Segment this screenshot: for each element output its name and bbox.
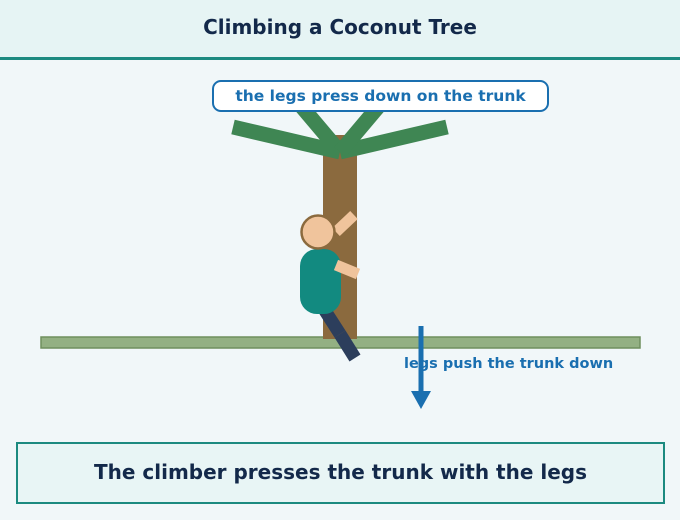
- climber-head: [300, 214, 336, 250]
- force-arrow-label: legs push the trunk down: [404, 356, 614, 372]
- climber-body: [300, 249, 341, 314]
- climber-arms: [332, 211, 361, 280]
- page-title: Climbing a Coconut Tree: [203, 15, 477, 39]
- callout-label: the legs press down on the trunk: [212, 80, 549, 112]
- force-arrow: [411, 326, 431, 409]
- caption-box: The climber presses the trunk with the l…: [16, 442, 665, 504]
- header-bar: Climbing a Coconut Tree: [0, 0, 680, 60]
- palm-leaves: [231, 102, 449, 160]
